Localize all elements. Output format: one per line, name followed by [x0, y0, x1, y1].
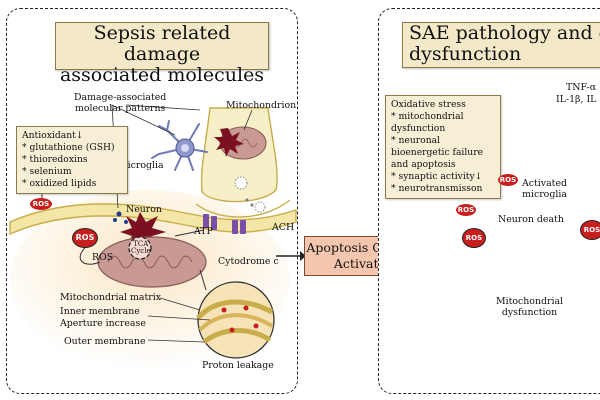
activated-text: Activated — [522, 178, 567, 189]
right-panel-title: SAE pathology and c dysfunction — [402, 22, 600, 68]
antioxidant-item: thioredoxins — [22, 154, 122, 166]
left-title-line-1: Sepsis related damage — [93, 22, 231, 65]
aperture-label: Aperture increase — [60, 318, 146, 329]
tca-cycle — [128, 236, 152, 260]
activated-microglia-label: Activated microglia — [522, 178, 567, 200]
ros-badge-right-4: ROS — [580, 220, 600, 240]
tca-label: TCA Cycle — [131, 241, 151, 255]
mitochondrion-label: Mitochondrion — [226, 100, 297, 111]
mito-dysfunction-label: Mitochondrial dysfunction — [496, 296, 563, 318]
stress-item: synaptic activity↓ — [391, 171, 495, 183]
ros-badge-right-1: ROS — [498, 174, 518, 186]
receptor — [203, 214, 209, 228]
microglia-text: microglia — [522, 189, 567, 200]
antioxidant-item: glutathione (GSH) — [22, 142, 122, 154]
ros-badge-right-3: ROS — [462, 228, 486, 248]
outer-membrane-label: Outer membrane — [64, 336, 146, 347]
ros-badge-left: ROS — [72, 228, 98, 248]
atp-label: ATP — [194, 226, 213, 237]
stress-item: mitochondrial dysfunction — [391, 111, 495, 135]
cytodrome-label: Cytodrome c — [218, 256, 279, 267]
stress-item: neurotransmisson — [391, 183, 495, 195]
mito-dys-line-2: dysfunction — [501, 307, 558, 318]
tca-text: TCA — [133, 240, 149, 248]
right-panel — [378, 8, 600, 394]
ach-label: ACH — [272, 222, 295, 233]
antioxidant-heading: Antioxidant↓ — [22, 130, 84, 141]
ros-badge-right-2: ROS — [456, 204, 476, 216]
postsynaptic-curve — [195, 199, 291, 218]
neuron-death-label: Neuron death — [498, 214, 564, 225]
neuron-label: Neuron — [126, 204, 162, 215]
antioxidant-box: Antioxidant↓ glutathione (GSH) thioredox… — [16, 126, 128, 194]
microglia-cell — [151, 120, 208, 171]
damp-label-line-1: Damage-associated — [74, 92, 167, 103]
vesicle — [234, 176, 248, 190]
main-mitochondrion — [97, 236, 207, 288]
proton-leakage-label: Proton leakage — [202, 360, 274, 371]
ros-label: ROS — [92, 252, 114, 263]
microglia-label: Microglia — [118, 160, 164, 171]
damp-label: Damage-associated molecular patterns — [74, 92, 166, 114]
tnf-label: TNF-α — [566, 82, 597, 93]
left-panel-title: Sepsis related damage associated molecul… — [55, 22, 269, 86]
oxidative-heading: Oxidative stress — [391, 99, 466, 110]
cycle-text: Cycle — [131, 247, 151, 255]
ros-badge-small: ROS — [30, 198, 52, 210]
mito-dys-line-1: Mitochondrial — [496, 296, 564, 307]
right-title-line-2: dysfunction — [409, 43, 522, 65]
mito-matrix-label: Mitochondrial matrix — [60, 292, 162, 303]
antioxidant-item: oxidized lipids — [22, 178, 122, 190]
stress-item: neuronal bioenergetic failure and apopto… — [391, 135, 495, 171]
right-title-line-1: SAE pathology and c — [409, 22, 600, 44]
antioxidant-item: selenium — [22, 166, 122, 178]
zoom-circle — [197, 281, 275, 359]
damage-burst-top — [214, 128, 244, 157]
oxidative-stress-box: Oxidative stress mitochondrial dysfuncti… — [385, 95, 501, 199]
il-label: IL-1β, IL — [556, 94, 597, 105]
inner-membrane-label: Inner membrane — [60, 306, 140, 317]
damp-label-line-2: molecular patterns — [74, 103, 166, 114]
left-title-line-2: associated molecules — [59, 64, 265, 86]
